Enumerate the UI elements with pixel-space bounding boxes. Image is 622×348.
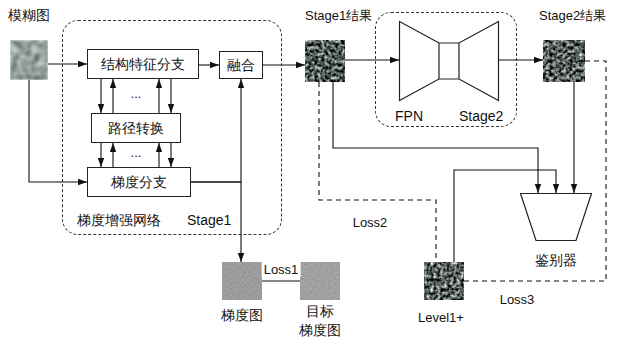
text-holder: 结构特征分支 — [88, 50, 198, 78]
network-region: 梯度增强网络 Stage1 结构特征分支路径转换梯度分支 融合 — [62, 20, 282, 235]
connector — [158, 79, 159, 113]
node-label: Stage1结果 — [305, 8, 372, 23]
text-holder: 融合 — [220, 52, 262, 78]
node-label: 梯度图 — [221, 307, 263, 323]
process-box: 结构特征分支 — [87, 49, 199, 79]
connector — [170, 79, 171, 113]
discriminator-trapezoid: 鉴别器 — [520, 193, 592, 241]
texture-image — [300, 262, 340, 300]
process-box: 融合 — [219, 51, 263, 79]
connector — [263, 64, 305, 65]
node-label: Level1+ — [418, 310, 464, 325]
connector — [48, 63, 87, 64]
node-label: 融合 — [227, 57, 255, 74]
connector — [319, 82, 436, 262]
process-box: 梯度分支 — [87, 167, 191, 197]
node-label: Stage2结果 — [539, 8, 606, 23]
text-holder: Stage2 — [459, 107, 503, 125]
text-holder: 鉴别器 — [520, 251, 592, 269]
text-holder: 梯度分支 — [88, 168, 190, 196]
node-label: 结构特征分支 — [101, 56, 185, 73]
result-image: Stage2结果 — [543, 40, 585, 82]
node-label: Stage1 — [187, 212, 231, 228]
connector — [345, 59, 399, 60]
process-box: 路径转换 — [91, 113, 181, 143]
connector — [100, 79, 101, 113]
connector — [100, 143, 101, 167]
text-holder: Stage1 — [187, 211, 231, 229]
ellipsis-label: ... — [129, 86, 144, 101]
text-holder: Loss2 — [351, 213, 390, 231]
text-holder: ... — [129, 143, 144, 161]
connector — [191, 79, 241, 182]
node-label: 模糊图 — [8, 7, 50, 23]
connector — [499, 59, 543, 60]
text-holder: 目标 梯度图 — [295, 302, 345, 340]
fpn-hourglass-outline — [399, 21, 499, 101]
ellipsis-label: ... — [129, 145, 144, 160]
node-label: 梯度增强网络 — [77, 212, 161, 228]
connector — [333, 82, 538, 193]
discriminator-trapezoid-outline — [520, 193, 592, 241]
result-image: Stage1结果 — [305, 40, 345, 82]
text-holder: 梯度图 — [212, 306, 272, 324]
connector — [170, 143, 171, 167]
text-holder: Level1+ — [418, 308, 464, 326]
texture-image — [10, 40, 48, 80]
text-holder: Stage1结果 — [305, 6, 372, 24]
text-holder: ... — [129, 84, 144, 102]
loss-label: Loss3 — [498, 292, 537, 307]
node-label: Stage2 — [459, 108, 503, 124]
connector — [158, 143, 159, 167]
node-label: 目标 梯度图 — [295, 302, 345, 340]
blurred-image: 模糊图 — [10, 40, 48, 80]
reference-image: Level1+ — [424, 262, 464, 300]
gradient-image: 目标 梯度图 — [300, 262, 340, 300]
text-holder: 梯度增强网络 — [77, 211, 161, 229]
connector — [29, 80, 87, 182]
connector — [199, 64, 219, 65]
loss-label: Loss1 — [262, 262, 301, 277]
connector — [262, 280, 300, 281]
text-holder: Stage2结果 — [539, 6, 606, 24]
fpn-hourglass: FPN — [399, 21, 499, 101]
stage-region: Stage2 FPN — [375, 12, 517, 127]
node-label: 路径转换 — [108, 120, 164, 137]
gradient-image: 梯度图 — [222, 262, 262, 300]
text-holder: 模糊图 — [8, 6, 50, 24]
node-label: 鉴别器 — [535, 252, 577, 268]
connector — [112, 143, 113, 167]
text-holder: Loss3 — [498, 290, 537, 308]
text-holder: FPN — [395, 107, 423, 125]
loss-label: Loss2 — [351, 215, 390, 230]
connector — [464, 61, 606, 281]
node-label: FPN — [395, 108, 423, 124]
texture-image — [543, 40, 585, 82]
texture-image — [222, 262, 262, 300]
connector — [573, 82, 574, 193]
connector — [112, 79, 113, 113]
node-label: 梯度分支 — [111, 174, 167, 191]
texture-image — [424, 262, 464, 300]
text-holder: Loss1 — [262, 260, 301, 278]
texture-image — [305, 40, 345, 82]
text-holder: 路径转换 — [92, 114, 180, 142]
